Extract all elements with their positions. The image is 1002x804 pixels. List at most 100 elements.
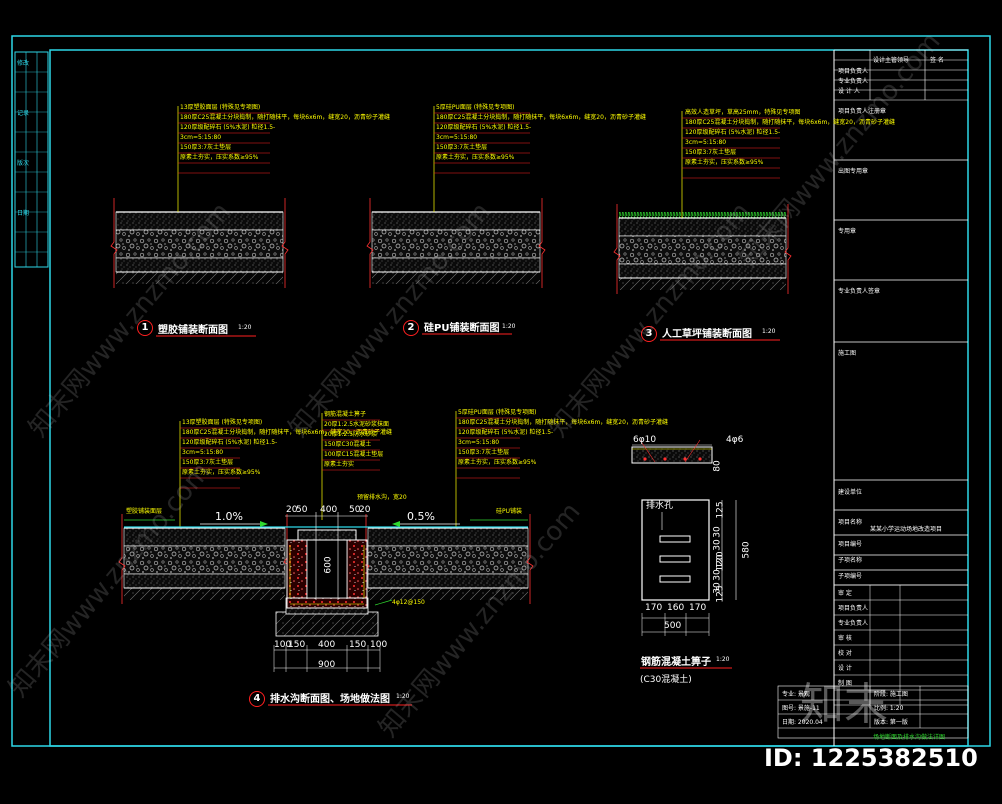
s3-subgrade-layer [619,278,786,290]
s4-left-gravel-layer [123,545,286,575]
watermark-logo: 知末 [800,679,888,730]
annotation-a4left-line-3: 3cm=5:15:80 [182,449,224,456]
tb-footer-cell-3: 比例: 1:20 [874,705,904,712]
annotation-a1-line-1: 180厚C25混凝土分块捣制，随打随抹平，每块6x6m，缝宽20，沥青砂子灌缝 [180,114,390,121]
tb-approval-row-0: 审 定 [838,590,852,597]
tb-project-label: 项目名称 [838,519,863,526]
annotation-a3-line-5: 原素土夯实，压实系数≥95% [685,159,764,166]
s4-left-subgrade-layer [124,588,285,600]
tb-number-row-0: 项目编号 [838,541,863,548]
s4-right-subgrade-layer [368,588,528,600]
trench-top-dim-3: 50 [349,505,361,515]
section-1-number: 1 [137,320,153,336]
annotation-a4mid-line-5: 原素土夯实 [324,461,355,468]
s1-gravel-layer [115,229,284,259]
annotation-a4mid-line-3: 150厚C30混凝土 [324,441,372,448]
annotation-a2-line-2: 120厚级配碎石 (5%水泥) 粒径1.5- [436,124,532,131]
grate-rebar [683,457,687,461]
grate-slot [659,535,691,543]
s2-subgrade-layer [372,272,540,284]
s3-grass-layer [619,212,786,218]
annotation-a4right-line-0: 5厚硅PU面层 (特殊见专项图) [458,409,537,416]
grate-section [631,446,713,464]
grate-leader [684,439,701,463]
trench-top-dim-2: 400 [320,505,338,515]
annotation-a1-line-5: 原素土夯实，压实系数≥95% [180,154,259,161]
grate-width-dim-2: 170 [689,603,707,613]
section-4-scale: 1:20 [396,693,410,700]
tb-approval-row-1: 项目负责人 [838,605,869,612]
annotation-a1-line-4: 150厚3:7灰土垫层 [180,144,232,151]
tb-footer-cell-2: 图号: 景施-11 [782,705,820,712]
trench-bottom-dim-1: 150 [288,640,306,650]
tb-footer-cell-0: 专业: 景观 [782,691,810,698]
slope-left: 1.0% [215,510,243,523]
tb-field-pro-seal: 专业负责人签章 [838,288,881,295]
annotation-section-4-left: 13厚塑胶面层 (特殊见专项图)180厚C25混凝土分块捣制，随打随抹平，每块6… [182,418,392,478]
annotation-a1-line-3: 3cm=5:15:80 [180,134,222,141]
tb-footer-cell-4: 日期: 2020.04 [782,719,823,726]
section-5-title: 钢筋混凝土箅子 [641,657,711,668]
s1-break-line-right [281,198,289,288]
tb-client-label: 建设单位 [838,489,863,496]
section-4-title: 排水沟断面图、场地做法图 [270,694,390,705]
tb-field-print-seal: 出图专用章 [838,168,869,175]
trench-grate [297,529,357,541]
trench-subgrade [275,611,379,637]
trench-bottom-dim-2: 400 [318,640,336,650]
grate-slot [659,555,691,563]
annotation-a4right-line-2: 120厚级配碎石 (5%水泥) 粒径1.5- [458,429,554,436]
trench-bottom-dim-4: 100 [370,640,388,650]
section-3-title: 人工草坪铺装断面图 [662,329,752,340]
grate-plan [641,499,710,601]
annotation-a1-line-0: 13厚塑胶面层 (特殊见专项图) [180,104,261,111]
annotation-a3-line-4: 150厚3:7灰土垫层 [685,149,737,156]
annotation-a4right-line-3: 3cm=5:15:80 [458,439,500,446]
s4-left-lime-soil-layer [123,573,286,589]
annotation-a4right-line-4: 150厚3:7灰土垫层 [458,449,510,456]
tb-approval-row-2: 专业负责人 [838,620,869,627]
s2-break-line-left [366,198,374,288]
grate-rebar [643,457,647,461]
grate-rebar [663,457,667,461]
tb-field-stage: 施工图 [838,350,857,357]
annotation-a4left-line-5: 原素土夯实，压实系数≥95% [182,469,261,476]
trench-total-dimension: 900 [318,660,336,670]
trench-channel [306,539,348,599]
section-5-note: (C30混凝土) [640,675,692,685]
s4-left-break-line-left [118,514,126,604]
section-3-scale: 1:20 [762,328,776,335]
trench-bottom-dim-3: 150 [349,640,367,650]
s4-right-concrete-layer [367,527,529,547]
tb-footer-cell-1: 阶段: 施工图 [874,691,908,698]
slope-right-arrowhead [392,521,400,527]
left-surface-label: 塑胶铺装面层 [126,508,163,515]
section-3-number: 3 [641,326,657,342]
right-surface-label: 硅PU铺装 [496,508,523,515]
grate-height-dim-6: 120 [715,554,726,572]
s4-right-break-line-right [526,514,534,604]
annotation-a4left-line-2: 120厚级配碎石 (5%水泥) 粒径1.5- [182,439,278,446]
tb-footer-frame [777,685,969,739]
section-5-scale: 1:20 [716,656,730,663]
tb-field-special-seal: 专用章 [838,228,857,235]
s3-break-line-left [613,204,621,294]
tb-approval-row-3: 审 核 [838,635,852,642]
annotation-section-4-right: 5厚硅PU面层 (特殊见专项图)180厚C25混凝土分块捣制，随打随抹平，每块6… [458,408,668,468]
slope-left-arrowhead [260,521,268,527]
tb-project-name: 某某小学运动场地改造项目 [870,526,943,533]
grate-rebar-top: 6φ10 [633,435,657,445]
trench-top-dim-1: 50 [296,505,308,515]
tb-signature-row-1: 专业负责人 [838,78,869,85]
annotation-a4left-line-4: 150厚3:7灰土垫层 [182,459,234,466]
tb-signature-row-2: 设 计 人 [838,88,860,95]
s2-break-line-right [538,198,546,288]
tb-header-lead: 设计主管领导 [873,57,910,64]
annotation-a3-line-3: 3cm=5:15:80 [685,139,727,146]
grate-width-dim-1: 160 [667,603,685,613]
annotation-a2-line-1: 180厚C25混凝土分块捣制，随打随抹平，每块6x6m，缝宽20，沥青砂子灌缝 [436,114,646,121]
section-2-scale: 1:20 [502,323,516,330]
rebar-note: 4φ12@150 [392,599,425,606]
annotation-a2-line-4: 150厚3:7灰土垫层 [436,144,488,151]
